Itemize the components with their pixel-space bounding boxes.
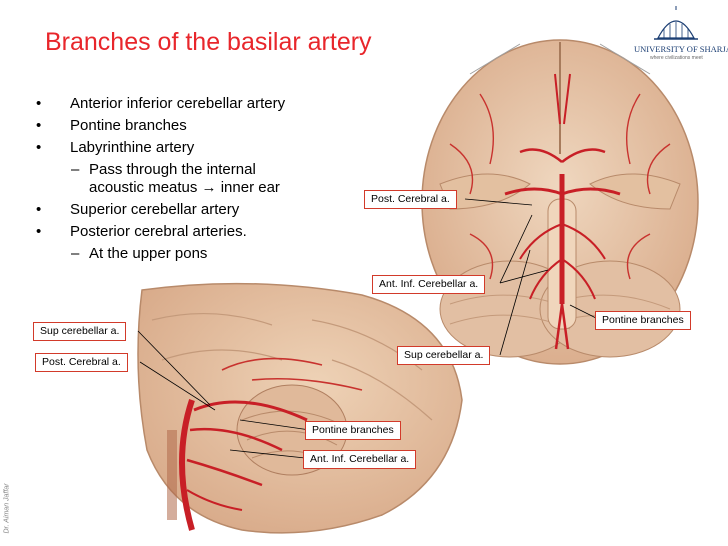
- label-pontine-branches-bottom: Pontine branches: [305, 421, 401, 440]
- bullet-item: • Anterior inferior cerebellar artery: [30, 95, 350, 113]
- bullet-text: Superior cerebellar artery: [70, 201, 239, 218]
- university-logo: UNIVERSITY OF SHARJAH where civilization…: [628, 4, 724, 66]
- sub-bullet-item: –At the upper pons: [30, 245, 350, 263]
- brain-sagittal-illustration: [132, 280, 470, 546]
- logo-brand-text: UNIVERSITY OF SHARJAH: [634, 44, 728, 54]
- bullet-mark: •: [36, 95, 41, 113]
- label-ant-inf-cerebellar-right: Ant. Inf. Cerebellar a.: [372, 275, 485, 294]
- bullet-mark: •: [36, 117, 41, 135]
- label-post-cerebral-left: Post. Cerebral a.: [35, 353, 128, 372]
- label-ant-inf-cerebellar-bottom: Ant. Inf. Cerebellar a.: [303, 450, 416, 469]
- bullet-mark: •: [36, 223, 41, 241]
- sub-bullet-mark: –: [71, 245, 79, 263]
- dome-icon: [628, 4, 724, 44]
- slide-title: Branches of the basilar artery: [45, 28, 372, 57]
- logo-tagline: where civilizations meet: [650, 55, 703, 61]
- bullet-text: Posterior cerebral arteries.: [70, 223, 247, 240]
- sub-bullet-mark: –: [71, 161, 79, 179]
- label-post-cerebral-right: Post. Cerebral a.: [364, 190, 457, 209]
- bullet-list: • Anterior inferior cerebellar artery • Po…: [30, 95, 350, 267]
- bullet-item: • Superior cerebellar artery: [30, 201, 350, 219]
- label-sup-cerebellar-right: Sup cerebellar a.: [397, 346, 490, 365]
- author-credit: Dr. Aiman Jaffar: [4, 474, 11, 534]
- label-pontine-branches-right: Pontine branches: [595, 311, 691, 330]
- sub-bullet-text: At the upper pons: [89, 245, 207, 262]
- bullet-mark: •: [36, 139, 41, 157]
- sub-bullet-text: Pass through the internal: [89, 161, 256, 178]
- bullet-item: • Pontine branches: [30, 117, 350, 135]
- bullet-item: • Labyrinthine artery: [30, 139, 350, 157]
- bullet-item: • Posterior cerebral arteries.: [30, 223, 350, 241]
- sub-bullet-text-continued: acoustic meatus → inner ear: [89, 179, 280, 196]
- bullet-mark: •: [36, 201, 41, 219]
- bullet-text: Anterior inferior cerebellar artery: [70, 95, 285, 112]
- bullet-text: Labyrinthine artery: [70, 139, 194, 156]
- bullet-text: Pontine branches: [70, 117, 187, 134]
- label-sup-cerebellar-left: Sup cerebellar a.: [33, 322, 126, 341]
